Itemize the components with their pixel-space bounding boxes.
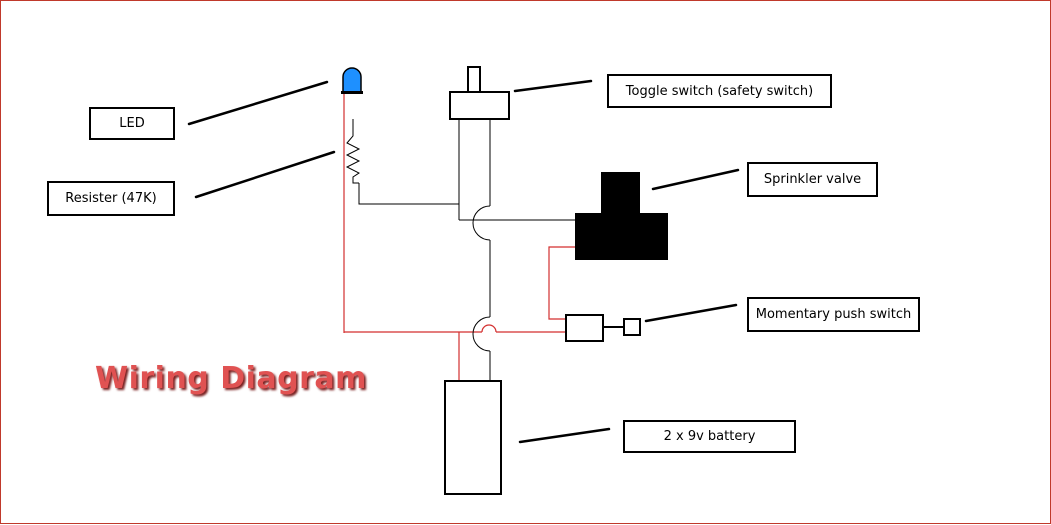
leader-lines bbox=[187, 79, 740, 444]
label-push-switch: Momentary push switch bbox=[747, 297, 920, 332]
leader-led bbox=[187, 80, 329, 126]
leader-battery bbox=[518, 427, 611, 444]
label-sprinkler-valve-text: Sprinkler valve bbox=[763, 172, 862, 187]
leader-toggle bbox=[513, 79, 593, 93]
label-battery-text: 2 x 9v battery bbox=[663, 429, 756, 444]
resistor-icon bbox=[345, 119, 361, 184]
label-toggle-switch-text: Toggle switch (safety switch) bbox=[625, 83, 814, 99]
wire-resistor-to-toggle bbox=[358, 183, 459, 205]
label-resister-text: Resister (47K) bbox=[65, 191, 157, 206]
wire-hop-over-2 bbox=[472, 316, 491, 352]
leader-push bbox=[644, 303, 738, 323]
red-wire-valve-to-push bbox=[548, 246, 575, 320]
label-toggle-switch: Toggle switch (safety switch) bbox=[607, 74, 832, 108]
led-icon bbox=[341, 67, 363, 94]
label-led-text: LED bbox=[119, 116, 145, 131]
leader-sprinkler bbox=[651, 168, 740, 191]
diagram-title: Wiring Diagram bbox=[95, 361, 367, 396]
sprinkler-valve-icon bbox=[575, 172, 668, 260]
toggle-switch-icon bbox=[449, 66, 510, 120]
label-led: LED bbox=[89, 107, 175, 140]
label-battery: 2 x 9v battery bbox=[623, 420, 796, 453]
battery-icon bbox=[444, 380, 502, 495]
push-switch-icon bbox=[565, 314, 641, 342]
red-wire-hop-over bbox=[481, 324, 497, 333]
positive-wires bbox=[343, 94, 575, 381]
label-resister: Resister (47K) bbox=[47, 181, 175, 216]
leader-resister bbox=[194, 150, 336, 199]
label-push-switch-text: Momentary push switch bbox=[755, 307, 912, 322]
label-sprinkler-valve: Sprinkler valve bbox=[747, 162, 878, 197]
negative-wires bbox=[358, 119, 575, 381]
wire-hop-over-1 bbox=[472, 205, 491, 241]
